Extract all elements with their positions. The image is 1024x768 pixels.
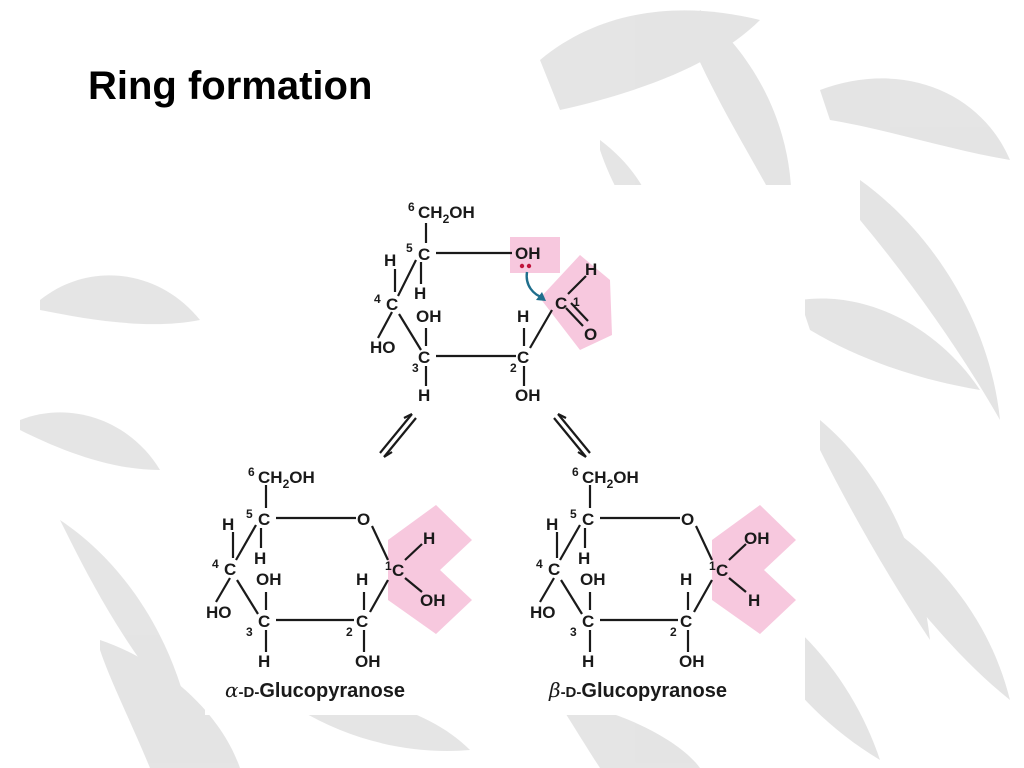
c5-carbon: C: [418, 245, 430, 264]
c2-hydrogen: H: [517, 307, 529, 326]
beta-c3-carbon: C: [582, 612, 594, 631]
equilibrium-arrow-left: [379, 413, 417, 458]
c6-number: 6: [408, 200, 415, 214]
beta-c3-hydrogen: H: [582, 652, 594, 671]
beta-c2-hydrogen: H: [680, 570, 692, 589]
beta-caption: β-D-Glucopyranose: [548, 678, 727, 702]
beta-c1-hydrogen: H: [748, 591, 760, 610]
lone-pair-dot: [519, 263, 525, 269]
hydroxyl-highlight: [510, 237, 560, 273]
beta-c1-hydroxyl: OH: [744, 529, 770, 548]
beta-c1-carbon: C: [716, 561, 728, 580]
alpha-c2-number: 2: [346, 625, 353, 639]
beta-c4-hydrogen: H: [546, 515, 558, 534]
beta-c5-number: 5: [570, 507, 577, 521]
alpha-c4-hydroxyl: HO: [206, 603, 232, 622]
aldehyde-highlight: [540, 255, 612, 350]
alpha-caption: α-D-Glucopyranose: [225, 678, 405, 702]
alpha-c3-carbon: C: [258, 612, 270, 631]
c6-group: CH2OH: [418, 203, 475, 226]
c5-number: 5: [406, 241, 413, 255]
c1-oxygen: O: [584, 325, 597, 344]
beta-d-glucopyranose: 6 CH2OH 5 C O H H 4 C OH H 1 C OH H HO C…: [530, 465, 796, 702]
beta-c1-number: 1: [709, 559, 716, 573]
c3-hydrogen: H: [418, 386, 430, 405]
beta-c2-hydroxyl: OH: [679, 652, 705, 671]
beta-c3-number: 3: [570, 625, 577, 639]
c1-hydrogen: H: [585, 260, 597, 279]
alpha-c5-hydrogen: H: [254, 549, 266, 568]
c4-number: 4: [374, 292, 381, 306]
alpha-c1-carbon: C: [392, 561, 404, 580]
c3-number: 3: [412, 361, 419, 375]
alpha-c6-group: CH2OH: [258, 468, 315, 491]
c3-hydroxyl: OH: [416, 307, 442, 326]
alpha-c5-number: 5: [246, 507, 253, 521]
beta-c4-carbon: C: [548, 560, 560, 579]
c1-number: 1: [573, 295, 580, 309]
alpha-c5-carbon: C: [258, 510, 270, 529]
alpha-c4-number: 4: [212, 557, 219, 571]
alpha-c2-hydrogen: H: [356, 570, 368, 589]
alpha-c3-hydroxyl: OH: [256, 570, 282, 589]
alpha-ring-oxygen: O: [357, 510, 370, 529]
slide-title: Ring formation: [88, 64, 373, 108]
beta-c2-number: 2: [670, 625, 677, 639]
beta-c6-number: 6: [572, 465, 579, 479]
beta-c4-hydroxyl: HO: [530, 603, 556, 622]
beta-c2-carbon: C: [680, 612, 692, 631]
alpha-c3-hydrogen: H: [258, 652, 270, 671]
open-chain-glucose: 6 CH2OH 5 C OH H H 4 C OH H HO C 3 C 2 C…: [370, 200, 612, 405]
alpha-c4-carbon: C: [224, 560, 236, 579]
c4-hydrogen: H: [384, 251, 396, 270]
beta-c5-carbon: C: [582, 510, 594, 529]
lone-pair-dot: [526, 263, 532, 269]
alpha-c1-hydroxyl: OH: [420, 591, 446, 610]
beta-c3-hydroxyl: OH: [580, 570, 606, 589]
c2-carbon: C: [517, 348, 529, 367]
alpha-d-glucopyranose: 6 CH2OH 5 C O H H 4 C OH H 1 C H OH HO C…: [206, 465, 472, 702]
alpha-c1-number: 1: [385, 559, 392, 573]
alpha-c4-hydrogen: H: [222, 515, 234, 534]
alpha-c3-number: 3: [246, 625, 253, 639]
c5-hydroxyl: OH: [515, 244, 541, 263]
alpha-c1-hydrogen: H: [423, 529, 435, 548]
c2-number: 2: [510, 361, 517, 375]
c5-hydrogen: H: [414, 284, 426, 303]
beta-c6-group: CH2OH: [582, 468, 639, 491]
c4-hydroxyl: HO: [370, 338, 396, 357]
figure-panel: [205, 185, 805, 715]
alpha-c2-hydroxyl: OH: [355, 652, 381, 671]
c3-carbon: C: [418, 348, 430, 367]
alpha-c2-carbon: C: [356, 612, 368, 631]
arrow-head: [536, 292, 546, 301]
c2-hydroxyl: OH: [515, 386, 541, 405]
equilibrium-arrow-right: [553, 413, 591, 458]
c4-carbon: C: [386, 295, 398, 314]
beta-c5-hydrogen: H: [578, 549, 590, 568]
c1-carbon: C: [555, 294, 567, 313]
alpha-anomeric-highlight: [388, 505, 472, 634]
alpha-c6-number: 6: [248, 465, 255, 479]
beta-ring-oxygen: O: [681, 510, 694, 529]
beta-c4-number: 4: [536, 557, 543, 571]
beta-anomeric-highlight: [712, 505, 796, 634]
